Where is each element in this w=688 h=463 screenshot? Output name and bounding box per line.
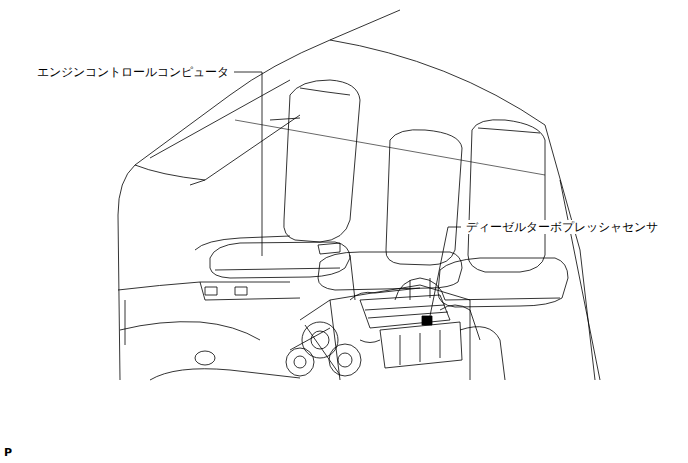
page-mark: P — [3, 446, 13, 460]
part-name: ディーゼルターボプレッシャセンサ — [465, 220, 659, 234]
leader-line — [234, 72, 262, 256]
part-name: エンジンコントロールコンピュータ — [36, 65, 230, 79]
leader-line — [430, 227, 461, 316]
